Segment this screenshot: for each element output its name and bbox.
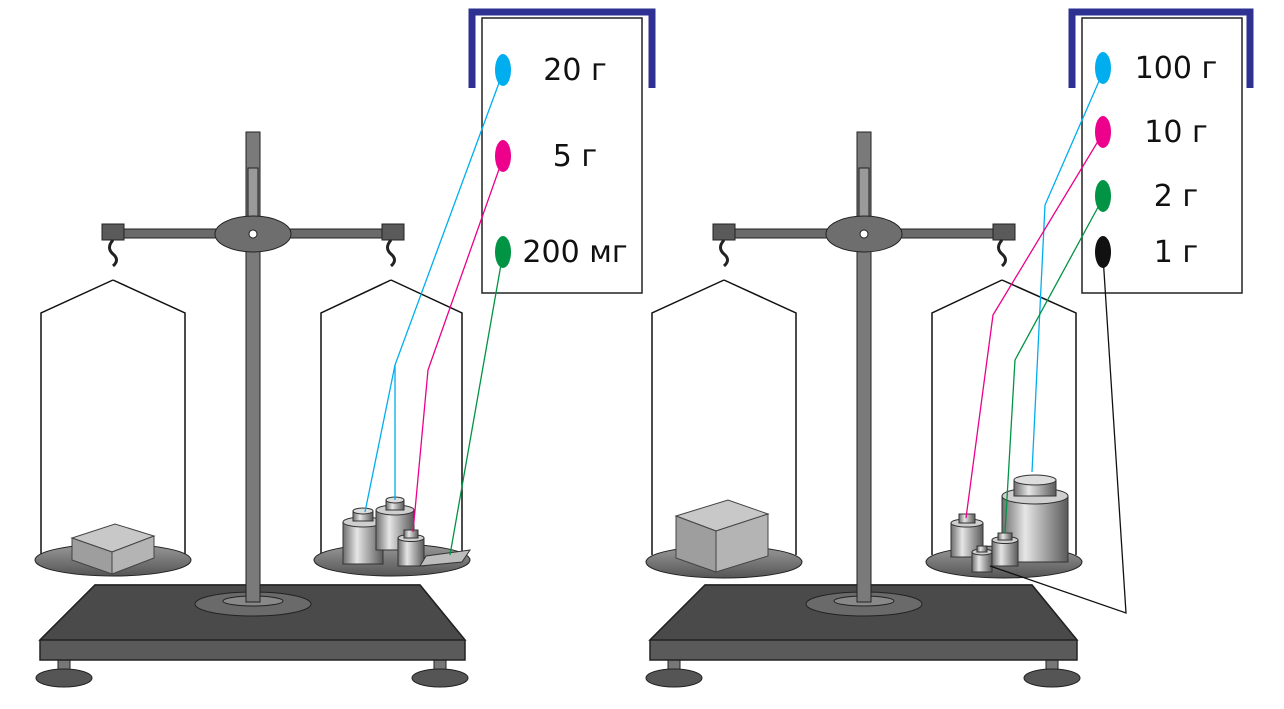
legend-label-1: 10 г xyxy=(1144,115,1207,150)
right-connector-10g xyxy=(965,132,1104,519)
legend-marker-0 xyxy=(1095,52,1111,84)
right-balance xyxy=(645,131,1083,688)
right-connectors xyxy=(965,71,1127,614)
right-balance-left-pan xyxy=(645,279,803,579)
legend-marker-3 xyxy=(1095,236,1111,268)
right-weight-2g xyxy=(991,532,1019,567)
legend-marker-1 xyxy=(1095,116,1111,148)
legend-label-0: 20 г xyxy=(543,53,606,88)
right-balance-right-pan xyxy=(925,279,1083,579)
left-balance-beam xyxy=(101,215,405,268)
right-balance-object xyxy=(674,499,770,573)
legend-label-1: 5 г xyxy=(553,139,597,174)
left-weight-5g xyxy=(397,529,425,567)
right-balance-base xyxy=(648,584,1079,661)
left-connectors xyxy=(364,71,504,556)
legend-label-3: 1 г xyxy=(1154,235,1198,270)
left-connector-5g xyxy=(412,157,504,533)
right-connector-2g xyxy=(1004,197,1104,534)
left-balance-feet xyxy=(35,654,469,688)
legend-marker-2 xyxy=(1095,180,1111,212)
left-balance-object xyxy=(70,523,156,575)
right-weight-100g xyxy=(1001,474,1069,563)
right-connector-1g xyxy=(989,255,1127,614)
legend-marker-1 xyxy=(495,140,511,172)
left-legend-items: 20 г 5 г 200 мг xyxy=(495,53,628,270)
legend-label-2: 200 мг xyxy=(522,235,627,270)
legend-label-2: 2 г xyxy=(1154,179,1198,214)
left-connector-200mg xyxy=(449,252,504,556)
left-weight-200mg xyxy=(419,549,472,567)
right-legend-items: 100 г 10 г 2 г 1 г xyxy=(1095,51,1217,270)
right-balance-beam xyxy=(712,215,1016,268)
left-balance-right-pan xyxy=(313,279,472,577)
left-balance-left-pan xyxy=(34,279,192,577)
right-connector-100g xyxy=(1031,71,1104,473)
right-weight-1g xyxy=(971,545,993,573)
legend-marker-0 xyxy=(495,54,511,86)
left-balance xyxy=(34,131,472,688)
left-balance-base xyxy=(38,584,467,661)
legend-marker-2 xyxy=(495,236,511,268)
legend-label-0: 100 г xyxy=(1135,51,1218,86)
